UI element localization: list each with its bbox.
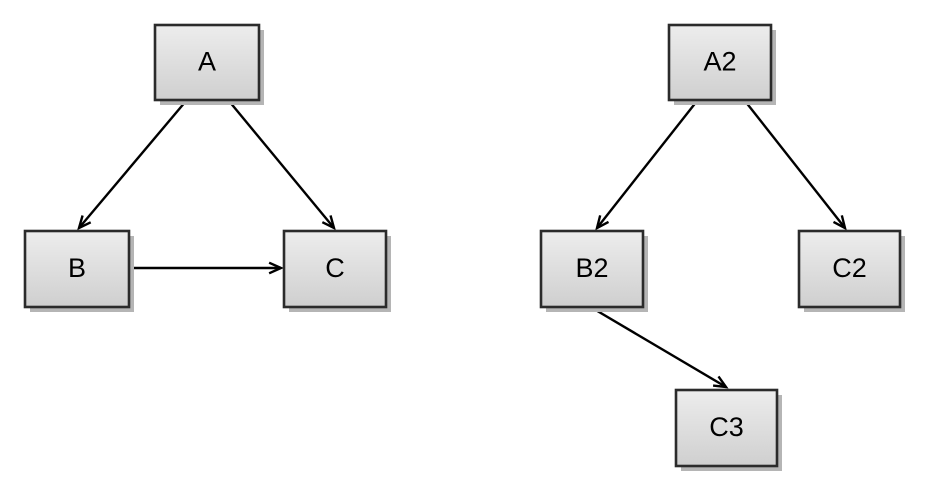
- node-b[interactable]: B: [23, 229, 134, 312]
- node-box[interactable]: [797, 229, 902, 309]
- node-c2[interactable]: C2: [797, 229, 905, 312]
- node-b2[interactable]: B2: [539, 229, 648, 312]
- node-label: C2: [832, 253, 867, 283]
- node-box[interactable]: [23, 229, 131, 309]
- edge-line: [228, 100, 335, 229]
- node-label: A: [198, 47, 216, 77]
- arrowhead-icon: [268, 261, 284, 275]
- arrowhead-icon: [595, 215, 610, 231]
- graph-left: A B C: [23, 23, 391, 312]
- edge-line: [593, 307, 727, 389]
- arrowhead-icon: [77, 215, 92, 231]
- node-a[interactable]: A: [153, 23, 264, 105]
- node-label: B2: [575, 253, 608, 283]
- edge-b2-to-c3[interactable]: [593, 307, 729, 389]
- node-box[interactable]: [282, 229, 388, 309]
- edge-a2-to-c2[interactable]: [744, 100, 847, 231]
- node-box[interactable]: [674, 388, 779, 468]
- edge-line: [744, 100, 846, 229]
- edge-a-to-b[interactable]: [77, 100, 187, 231]
- arrowhead-icon: [832, 215, 847, 231]
- node-label: C: [325, 253, 345, 283]
- node-c[interactable]: C: [282, 229, 391, 312]
- node-c3[interactable]: C3: [674, 388, 782, 471]
- node-box[interactable]: [153, 23, 261, 102]
- edge-a-to-c[interactable]: [228, 100, 336, 231]
- arrowhead-icon: [321, 215, 336, 231]
- edge-line: [78, 100, 187, 229]
- node-label: C3: [709, 412, 744, 442]
- node-a2[interactable]: A2: [667, 23, 776, 105]
- node-box[interactable]: [667, 23, 773, 102]
- edge-a2-to-b2[interactable]: [595, 100, 698, 231]
- node-label: B: [68, 253, 86, 283]
- edge-line: [596, 100, 698, 229]
- arrowhead-icon: [712, 375, 729, 389]
- edge-b-to-c[interactable]: [130, 261, 284, 275]
- node-label: A2: [703, 47, 736, 77]
- node-box[interactable]: [539, 229, 645, 309]
